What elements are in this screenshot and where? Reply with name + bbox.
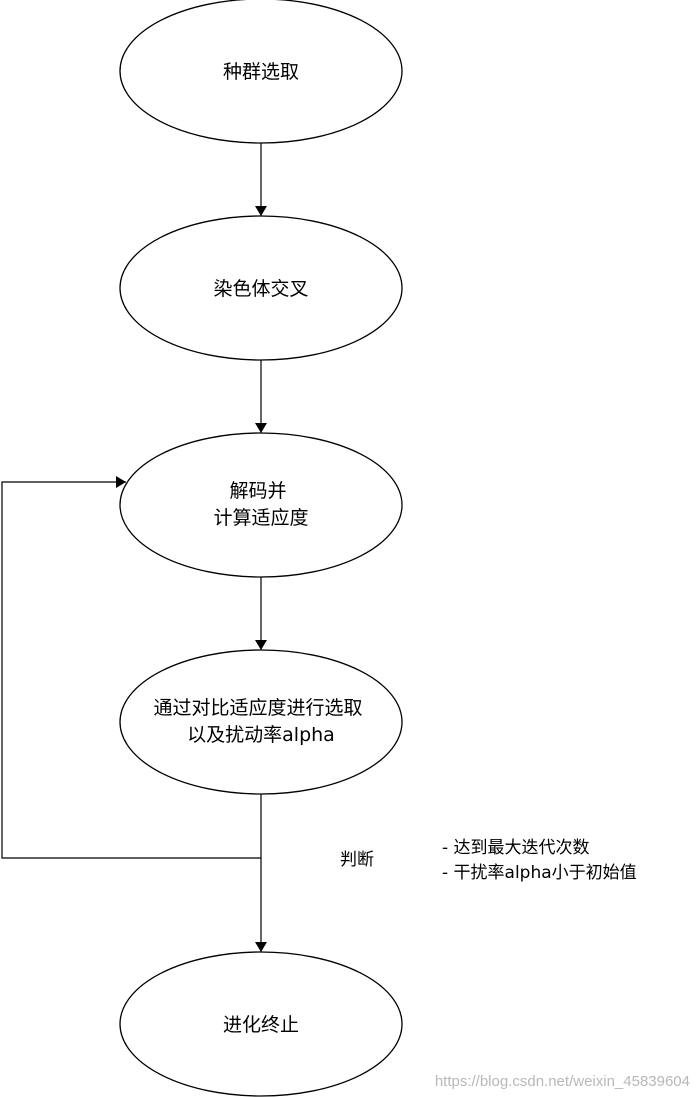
condition-max-iterations: - 达到最大迭代次数	[442, 838, 590, 858]
node-text-select-perturb: 通过对比适应度进行选取 以及扰动率alpha	[153, 697, 368, 746]
watermark: https://blog.csdn.net/weixin_45839604	[435, 1073, 690, 1090]
node-line: 计算适应度	[213, 507, 308, 529]
node-line: 染色体交叉	[213, 278, 308, 300]
condition-alpha-threshold: - 干扰率alpha小于初始值	[442, 863, 637, 883]
node-select-perturb	[119, 649, 403, 795]
decision-label: 判断	[340, 850, 374, 870]
node-text-population-selection: 种群选取	[223, 61, 299, 83]
node-text-decode-fitness: 解码并 计算适应度	[213, 480, 308, 529]
loop-back-arrow	[1, 476, 261, 859]
node-line: 进化终止	[223, 1014, 299, 1036]
node-text-evolution-end: 进化终止	[223, 1014, 299, 1036]
node-text-chromosome-crossover: 染色体交叉	[213, 278, 308, 300]
node-line: 通过对比适应度进行选取	[153, 697, 362, 719]
node-decode-fitness	[119, 432, 403, 578]
node-line: 以及扰动率alpha	[187, 724, 335, 746]
node-line: 种群选取	[223, 61, 299, 83]
node-line: 解码并	[229, 480, 286, 502]
